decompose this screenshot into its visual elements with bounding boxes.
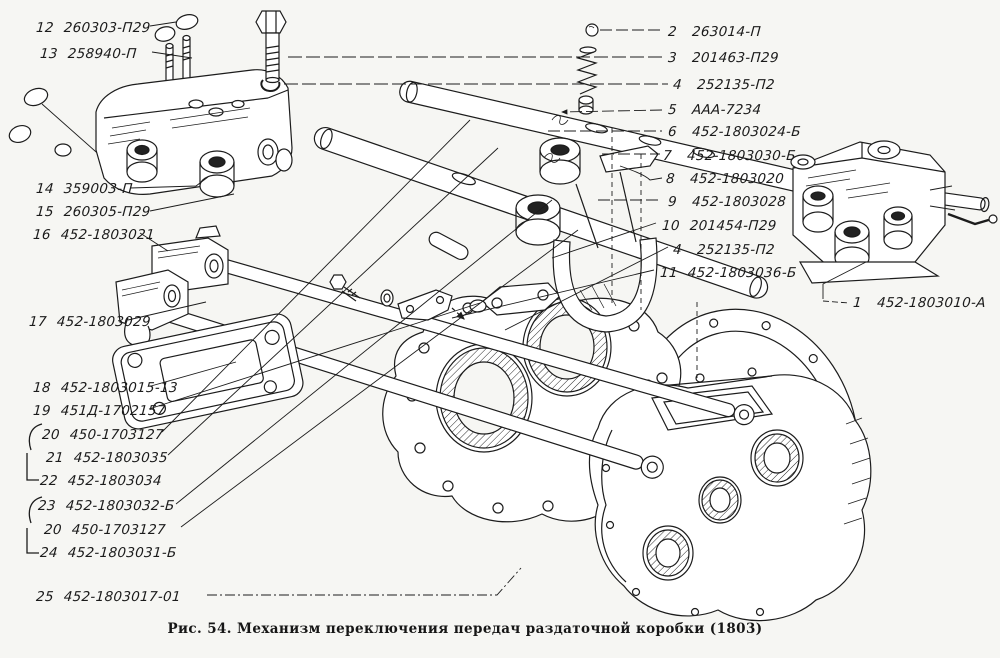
part-code: 452-1803020 [689, 171, 785, 187]
part-code: 452-1803021 [60, 227, 156, 243]
part-code: 452-1803010-А [876, 295, 987, 311]
part-label-23: 23 452-1803032-Б [37, 498, 175, 514]
part-number: 4 [672, 77, 683, 93]
part-code: 452-1803024-Б [691, 124, 802, 140]
part-label-2: 2 263014-П [667, 24, 761, 40]
part-label-4: 4 252135-П2 [672, 77, 775, 93]
part-label-17: 17 452-1803029 [28, 314, 151, 330]
part-label-3: 3 201463-П29 [667, 50, 779, 66]
lock-plate-bracket [397, 289, 465, 321]
hex-bolt [255, 10, 287, 84]
part-number: 5 [667, 102, 678, 118]
figure-caption: Рис. 54. Механизм переключения передач р… [167, 621, 763, 637]
part-code: 252135-П2 [696, 77, 776, 93]
part-code: 258940-П [67, 46, 138, 62]
part-label-11: 11 452-1803036-Б [659, 265, 797, 281]
part-number: 10 [661, 218, 681, 234]
part-number: 17 [28, 314, 48, 330]
part-label-13: 13 258940-П [39, 46, 137, 62]
part-number: 16 [32, 227, 52, 243]
part-label-19: 19 451Д-1702157 [32, 403, 166, 419]
part-label-20b: 20 450-1703127 [43, 522, 166, 538]
small-washer [380, 289, 394, 307]
part-code: 452-1803030-Б [686, 148, 797, 164]
part-label-7: 7 452-1803030-Б [662, 148, 796, 164]
part-number: 15 [35, 204, 55, 220]
part-number: 12 [35, 20, 55, 36]
part-code: 359003-П [63, 181, 134, 197]
part-label-5: 5 ААА-7234 [667, 102, 761, 118]
part-number: 7 [662, 148, 673, 164]
part-code: ААА-7234 [691, 102, 762, 118]
part-code: 452-1803031-Б [67, 545, 178, 561]
part-number: 11 [659, 265, 679, 281]
part-code: 201463-П29 [691, 50, 780, 66]
part-code: 260305-П29 [63, 204, 152, 220]
part-label-10: 10 201454-П29 [661, 218, 777, 234]
group-brackets [26, 423, 43, 554]
part-code: 451Д-1702157 [60, 403, 167, 419]
detent-spring [576, 46, 598, 115]
part-number: 2 [667, 24, 678, 40]
part-number: 3 [667, 50, 678, 66]
part-number: 20 [43, 522, 63, 538]
expansion-plugs [8, 14, 199, 157]
part-number: 21 [45, 450, 65, 466]
part-code: 452-1803015-13 [60, 380, 179, 396]
part-code: 452-1803035 [73, 450, 169, 466]
part-label-6: 6 452-1803024-Б [667, 124, 801, 140]
part-label-14: 14 359003-П [35, 181, 133, 197]
part-code: 252135-П2 [696, 242, 776, 258]
part-number: 1 [852, 295, 863, 311]
part-number: 20 [41, 427, 61, 443]
part-code: 263014-П [691, 24, 762, 40]
part-code: 260303-П29 [63, 20, 152, 36]
part-number: 4 [672, 242, 683, 258]
shift-cover-housing [8, 14, 293, 198]
part-number: 14 [35, 181, 55, 197]
part-label-12: 12 260303-П29 [35, 20, 151, 36]
part-label-16: 16 452-1803021 [32, 227, 155, 243]
part-label-9: 9 452-1803028 [667, 194, 786, 210]
part-label-8: 8 452-1803020 [665, 171, 784, 187]
lock-washer [260, 79, 281, 93]
detent-ball [585, 23, 599, 37]
part-label-20: 20 450-1703127 [41, 427, 164, 443]
part-code: 452-1803029 [56, 314, 152, 330]
part-number: 6 [667, 124, 678, 140]
part-code: 452-1803017-01 [63, 589, 182, 605]
part-label-24: 24 452-1803031-Б [39, 545, 177, 561]
part-number: 13 [39, 46, 59, 62]
part-label-21: 21 452-1803035 [45, 450, 168, 466]
part-number: 19 [32, 403, 52, 419]
part-number: 25 [35, 589, 55, 605]
part-code: 450-1703127 [71, 522, 167, 538]
part-label-22: 22 452-1803034 [39, 473, 162, 489]
part-code: 452-1803034 [67, 473, 163, 489]
leader-lines [127, 21, 867, 596]
part-code: 452-1803032-Б [65, 498, 176, 514]
part-code: 201454-П29 [689, 218, 778, 234]
part-number: 8 [665, 171, 676, 187]
rail-clamp-parts [115, 225, 229, 347]
part-label-18: 18 452-1803015-13 [32, 380, 178, 396]
part-code: 452-1803028 [691, 194, 787, 210]
part-label-4b: 4 252135-П2 [672, 242, 775, 258]
part-label-1: 1 452-1803010-А [852, 295, 986, 311]
flange-gasket [112, 313, 304, 430]
part-label-25: 25 452-1803017-01 [35, 589, 181, 605]
part-label-15: 15 260305-П29 [35, 204, 151, 220]
part-number: 23 [37, 498, 57, 514]
shift-fork-group [515, 115, 659, 333]
part-code: 452-1803036-Б [687, 265, 798, 281]
part-number: 9 [667, 194, 678, 210]
case-housing [588, 367, 872, 622]
part-number: 22 [39, 473, 59, 489]
part-code: 450-1703127 [69, 427, 165, 443]
right-shift-housing [790, 140, 998, 284]
part-number: 24 [39, 545, 59, 561]
part-number: 18 [32, 380, 52, 396]
